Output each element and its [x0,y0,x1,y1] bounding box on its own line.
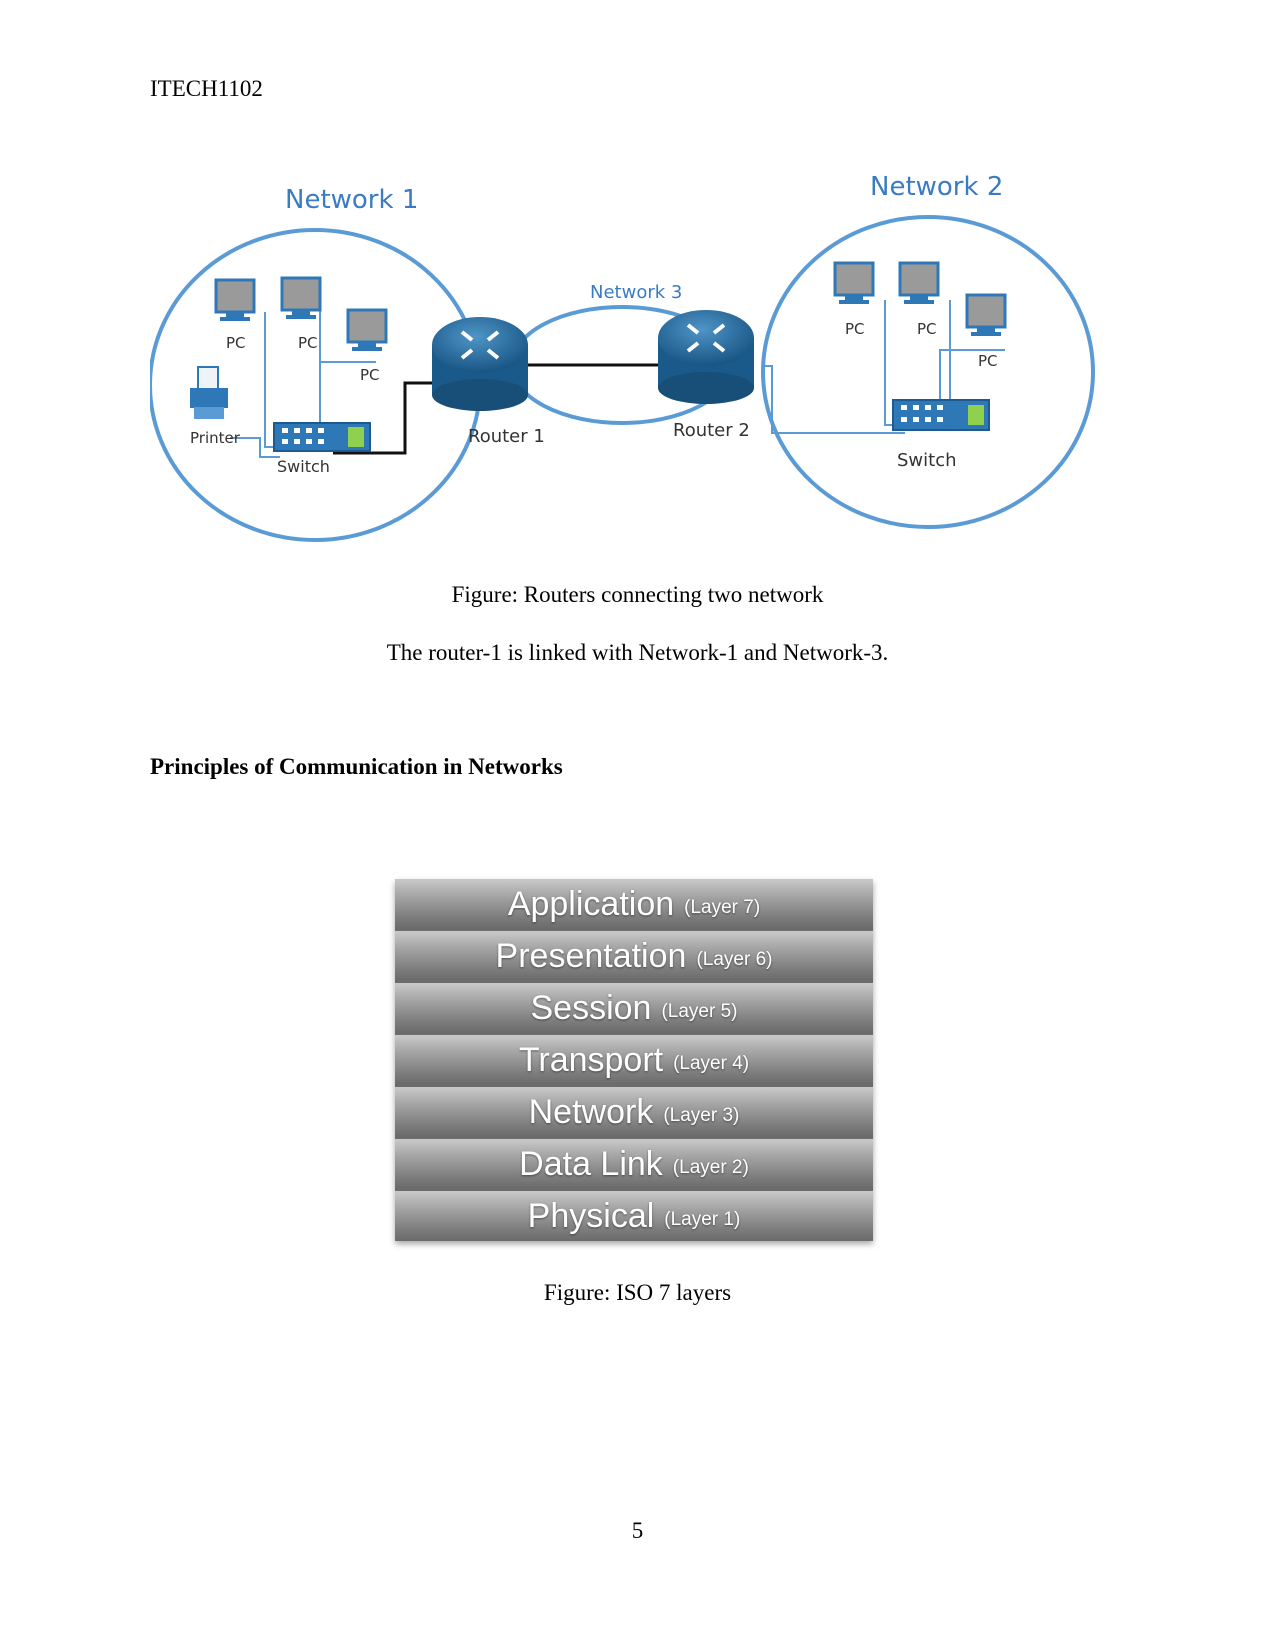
osi-layer: Network (Layer 3) [395,1087,873,1137]
osi-layer: Presentation (Layer 6) [395,931,873,981]
network-diagram: Network 1 Network 2 Network 3 [150,172,1095,542]
switch1-label: Switch [277,457,330,476]
layer-number: (Layer 1) [664,1209,741,1230]
osi-layers-figure: Application (Layer 7) Presentation (Layer … [395,879,873,1241]
pc-label: PC [360,366,380,384]
osi-layer: Transport (Layer 4) [395,1035,873,1085]
switch2-label: Switch [897,450,957,471]
pc-label: PC [298,334,318,352]
network-routers-figure: Network 1 Network 2 Network 3 [150,160,1110,550]
pc-icon [833,261,875,304]
layer-number: (Layer 6) [696,949,773,970]
section-heading: Principles of Communication in Networks [150,754,563,779]
layer-name: Application [507,884,675,923]
pc-icon [280,276,322,319]
pc-icon [346,308,388,351]
osi-layer: Physical (Layer 1) [395,1191,873,1241]
network1-label: Network 1 [285,185,418,215]
running-header: ITECH1102 [150,76,263,101]
switch-to-router1-cable [333,381,435,455]
pc-icon [214,278,256,321]
router2-label: Router 2 [673,420,750,441]
switch2-icon [892,399,990,431]
body-paragraph: The router-1 is linked with Network-1 an… [386,640,889,665]
router1-icon [432,317,528,411]
layer-name: Physical [527,1196,655,1235]
layer-number: (Layer 4) [673,1053,750,1074]
switch1-icon [273,422,371,452]
page-number: 5 [631,1518,644,1543]
layer-name: Data Link [519,1144,663,1183]
printer-label: Printer [190,429,241,447]
osi-layer: Application (Layer 7) [395,879,873,929]
layer-number: (Layer 5) [661,1001,738,1022]
layer-number: (Layer 3) [663,1105,740,1126]
network3-label: Network 3 [590,282,682,303]
layer-name: Transport [518,1040,664,1079]
pc-label: PC [845,320,865,338]
pc-icon [898,261,940,304]
pc-label: PC [226,334,246,352]
network2-circle [761,215,1095,529]
layer-name: Session [530,988,652,1027]
figure2-caption: Figure: ISO 7 layers [543,1280,732,1305]
pc-label: PC [917,320,937,338]
layer-number: (Layer 2) [672,1157,749,1178]
network2-label: Network 2 [870,172,1003,202]
layer-name: Presentation [495,936,687,975]
pc-icon [965,293,1007,336]
osi-layer: Data Link (Layer 2) [395,1139,873,1189]
router2-icon [658,310,754,404]
layer-number: (Layer 7) [684,897,761,918]
figure1-caption: Figure: Routers connecting two network [451,582,824,607]
osi-layer: Session (Layer 5) [395,983,873,1033]
pc-label: PC [978,352,998,370]
printer-icon [190,366,228,419]
router1-label: Router 1 [468,426,545,447]
layer-name: Network [528,1092,654,1131]
